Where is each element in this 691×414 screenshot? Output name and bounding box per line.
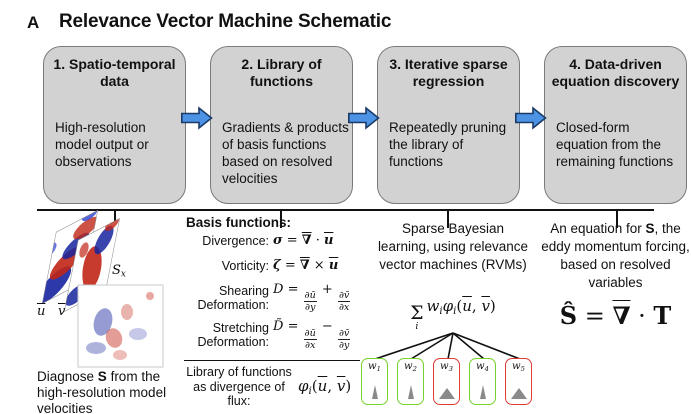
flow-arrow-icon — [515, 106, 547, 130]
v-bar-label: v — [58, 304, 66, 319]
step-box-4: 4. Data-driven equation discovery Closed… — [544, 46, 687, 204]
sx-forcing-map-image — [77, 284, 164, 368]
velocity-fields-illustration — [42, 210, 164, 368]
library-basis-equation: φi(u, v) — [298, 376, 352, 397]
weight-distribution-icon — [438, 388, 455, 399]
shearing-deformation-equation: D = ∂ū∂y + ∂v̄∂x — [273, 282, 351, 314]
weight-distribution-icon — [371, 385, 378, 399]
timeline-tick — [447, 209, 449, 228]
stage1-caption-pre: Diagnose — [37, 369, 98, 384]
weight-box-w1: w1 — [361, 358, 388, 405]
weight-label-w5: w5 — [512, 361, 525, 374]
weight-distribution-icon — [510, 388, 527, 399]
step-title-2: 2. Library of functions — [241, 56, 322, 89]
step-box-3: 3. Iterative sparse regression Repeatedl… — [377, 46, 520, 204]
step-title-3: 3. Iterative sparse regression — [389, 56, 508, 89]
basis-functions-panel: Basis functions: Divergence: σ = ∇ · u V… — [184, 215, 360, 409]
stretching-deformation-label: Stretching Deformation: — [197, 321, 269, 350]
figure-panel-label: A — [27, 13, 40, 32]
weight-box-w4: w4 — [469, 358, 496, 405]
stage1-caption-post: from the high-resolution model velocitie… — [37, 369, 167, 414]
shearing-deformation-label: Shearing Deformation: — [197, 283, 269, 312]
stage4-caption-post: , the eddy momentum forcing, based on re… — [541, 221, 690, 290]
stage4-caption: An equation for S, the eddy momentum for… — [541, 220, 690, 292]
weight-box-w3: w3 — [433, 358, 460, 405]
stage4-caption-bold: S — [645, 221, 655, 236]
step-body-2: Gradients & products of basis functions … — [222, 120, 349, 186]
timeline-line — [37, 209, 654, 211]
timeline-tick — [616, 209, 618, 228]
weight-label-w1: w1 — [368, 361, 381, 374]
step-body-1: High-resolution model output or observat… — [55, 120, 149, 169]
weight-boxes-row: w1 w2 w3 w4 w5 — [361, 358, 532, 405]
step-title-4: 4. Data-driven equation discovery — [551, 56, 680, 89]
step-box-1: 1. Spatio-temporal data High-resolution … — [43, 46, 186, 204]
vorticity-equation: ζ = ∇ × u — [273, 258, 339, 273]
flow-arrow-icon — [181, 106, 213, 130]
stage1-caption: Diagnose S from the high-resolution mode… — [37, 369, 177, 414]
step-body-4: Closed-form equation from the remaining … — [556, 120, 674, 169]
basis-functions-divider — [184, 359, 360, 361]
basis-functions-heading: Basis functions: — [186, 215, 292, 230]
timeline-tick — [114, 209, 116, 228]
step-body-3: Repeatedly pruning the library of functi… — [389, 120, 507, 169]
timeline-tick — [280, 209, 282, 228]
weight-label-w2: w2 — [404, 361, 417, 374]
weight-distribution-icon — [479, 385, 486, 399]
library-of-functions-label: Library of functions as divergence of fl… — [186, 364, 292, 409]
u-bar-label: u — [37, 304, 46, 319]
vorticity-label: Vorticity: — [221, 258, 269, 273]
divergence-label: Divergence: — [202, 233, 269, 248]
stage3-caption: Sparse Bayesian learning, using relevanc… — [377, 221, 529, 272]
step-title-1: 1. Spatio-temporal data — [53, 56, 176, 89]
discovered-equation: Ŝ = ∇ · T — [559, 301, 672, 330]
step-box-2: 2. Library of functions Gradients & prod… — [210, 46, 353, 204]
figure-title: Relevance Vector Machine Schematic — [59, 11, 392, 32]
sx-label: Sx — [112, 263, 126, 280]
weight-label-w4: w4 — [476, 361, 489, 374]
flow-arrow-icon — [348, 106, 380, 130]
weight-box-w2: w2 — [397, 358, 424, 405]
stage4-caption-pre: An equation for — [550, 221, 646, 236]
divergence-equation: σ = ∇ · u — [273, 233, 334, 248]
stage1-caption-bold: S — [97, 369, 107, 384]
weight-distribution-icon — [407, 385, 414, 399]
fan-out-lines — [374, 332, 521, 360]
stretching-deformation-equation: D̃ = ∂ū∂x − ∂v̄∂y — [273, 319, 351, 351]
weight-box-w5: w5 — [505, 358, 532, 405]
weight-label-w3: w3 — [440, 361, 453, 374]
